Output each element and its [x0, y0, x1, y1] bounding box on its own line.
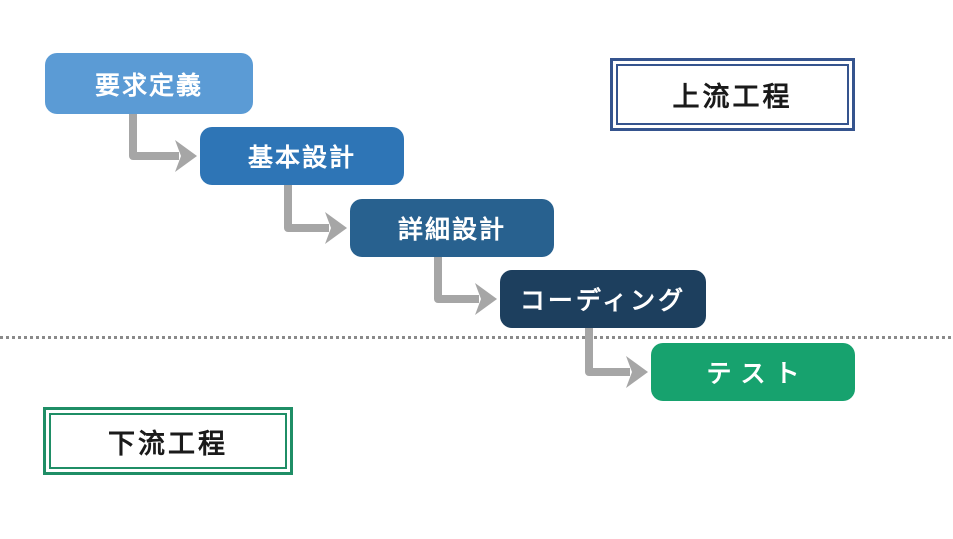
step-box-coding: コーディング: [500, 270, 706, 328]
arrowhead-icon: [175, 140, 197, 172]
step-label-requirements-definition: 要求定義: [94, 71, 203, 100]
upstream-phase-label-inner: 上流工程: [616, 64, 849, 125]
arrowhead-icon: [626, 356, 648, 388]
step-label-test: テスト: [706, 360, 809, 388]
upstream-phase-label-box: 上流工程: [610, 58, 855, 131]
step-box-requirements-definition: 要求定義: [45, 53, 253, 114]
step-box-test: テスト: [651, 343, 855, 401]
elbow-arrow-3: [434, 257, 497, 315]
step-box-detailed-design: 詳細設計: [350, 199, 554, 257]
elbow-arrow-2: [284, 185, 347, 244]
phase-divider-dotted-line: [0, 336, 953, 339]
step-label-basic-design: 基本設計: [247, 144, 356, 172]
step-label-coding: コーディング: [519, 287, 687, 315]
arrowhead-icon: [475, 283, 497, 315]
step-box-basic-design: 基本設計: [200, 127, 404, 185]
arrowhead-icon: [325, 212, 347, 244]
downstream-phase-label-text: 下流工程: [108, 428, 228, 459]
downstream-phase-label-box: 下流工程: [43, 407, 293, 475]
upstream-phase-label-text: 上流工程: [672, 82, 793, 112]
downstream-phase-label-inner: 下流工程: [49, 413, 287, 469]
step-label-detailed-design: 詳細設計: [397, 216, 506, 244]
elbow-arrow-1: [129, 114, 197, 172]
